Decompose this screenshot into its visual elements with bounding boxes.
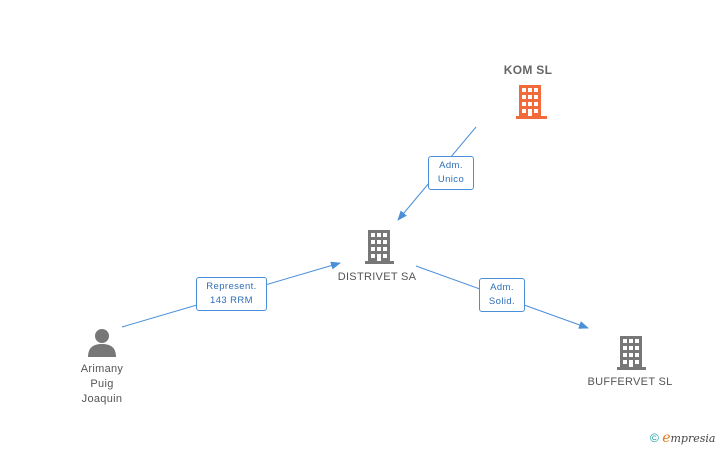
edge-label-line-1: Represent. — [206, 281, 257, 292]
node-label-kom[interactable]: KOM SL — [503, 63, 553, 77]
node-label-person[interactable]: Arimany Puig Joaquin — [60, 362, 144, 407]
edge-label-kom-distrivet[interactable]: Adm. Unico — [428, 156, 474, 190]
building-icon-buffervet[interactable] — [616, 336, 647, 370]
brand-logo: © empresia — [650, 430, 715, 446]
person-icon[interactable] — [87, 328, 117, 358]
brand-rest: mpresia — [670, 432, 716, 445]
person-name-line-2: Puig — [90, 378, 114, 390]
building-icon-kom[interactable] — [515, 85, 548, 119]
node-label-distrivet[interactable]: DISTRIVET SA — [337, 271, 417, 283]
person-name-line-1: Arimany — [80, 363, 124, 375]
edge-label-line-1: Adm. — [439, 160, 463, 171]
edge-label-distrivet-buffervet[interactable]: Adm. Solid. — [479, 278, 525, 312]
edge-label-line-2: Solid. — [488, 296, 516, 307]
building-icon-distrivet[interactable] — [364, 230, 395, 264]
edge-label-line-1: Adm. — [490, 282, 514, 293]
person-name-line-3: Joaquin — [81, 393, 123, 405]
edge-label-line-2: 143 RRM — [210, 295, 253, 306]
brand-e: e — [662, 430, 671, 446]
node-label-buffervet[interactable]: BUFFERVET SL — [587, 376, 673, 388]
edge-label-line-2: Unico — [437, 174, 465, 185]
copyright-symbol: © — [650, 431, 659, 445]
edge-label-person-distrivet[interactable]: Represent. 143 RRM — [196, 277, 267, 311]
